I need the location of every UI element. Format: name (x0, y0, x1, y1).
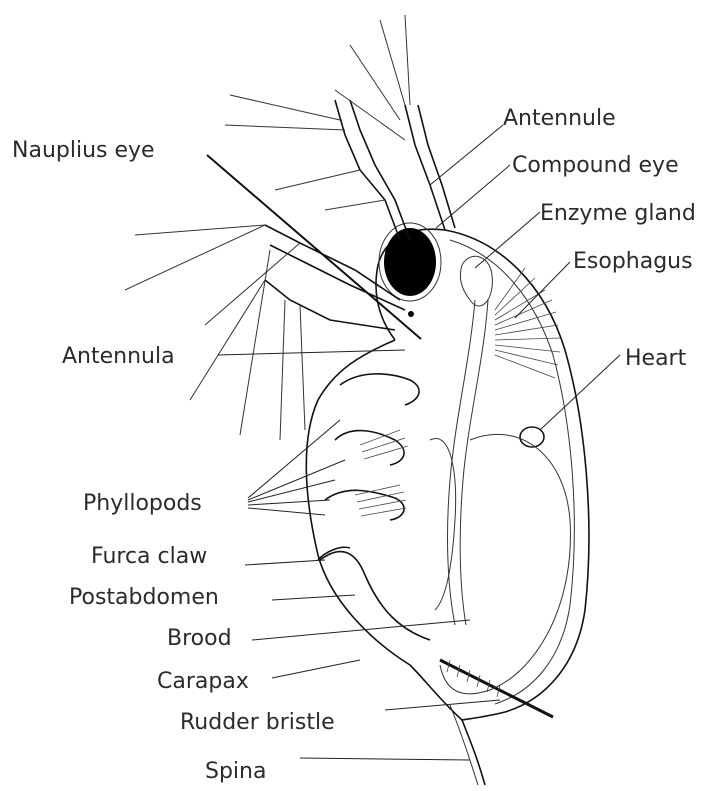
label-nauplius-eye: Nauplius eye (12, 138, 155, 163)
label-antennula: Antennula (62, 344, 175, 369)
leader-brood (252, 620, 470, 640)
antennule-stalk (335, 15, 455, 230)
spina (462, 720, 485, 785)
leader-phyllopods (248, 420, 345, 515)
label-enzyme-gland: Enzyme gland (540, 201, 696, 226)
leader-antennule (430, 125, 503, 185)
label-esophagus: Esophagus (573, 249, 693, 274)
brood-chamber (440, 434, 570, 693)
nauplius-eye (408, 311, 414, 317)
label-postabdomen: Postabdomen (69, 585, 219, 610)
leader-furca-claw (245, 560, 325, 565)
label-spina: Spina (205, 759, 266, 784)
phyllopods (325, 374, 419, 520)
label-carapax: Carapax (157, 669, 249, 694)
carapace-outline (306, 230, 589, 720)
leader-spina (300, 758, 470, 760)
leader-compound-eye (436, 165, 510, 228)
label-phyllopods: Phyllopods (83, 491, 202, 516)
labels: Antennule Compound eye Enzyme gland Esop… (12, 106, 696, 784)
label-furca-claw: Furca claw (91, 544, 207, 569)
label-antennule: Antennule (503, 106, 616, 131)
swimming-antenna (125, 95, 410, 440)
label-rudder-bristle: Rudder bristle (180, 710, 335, 735)
leader-antennula (218, 350, 405, 355)
leader-carapax (272, 660, 360, 678)
label-heart: Heart (625, 346, 687, 371)
leader-postabdomen (272, 595, 355, 600)
label-compound-eye: Compound eye (512, 153, 679, 178)
esophagus-muscles (495, 268, 560, 378)
rudder-bristle (440, 660, 553, 717)
enzyme-gland (460, 256, 492, 306)
label-brood: Brood (167, 626, 232, 651)
